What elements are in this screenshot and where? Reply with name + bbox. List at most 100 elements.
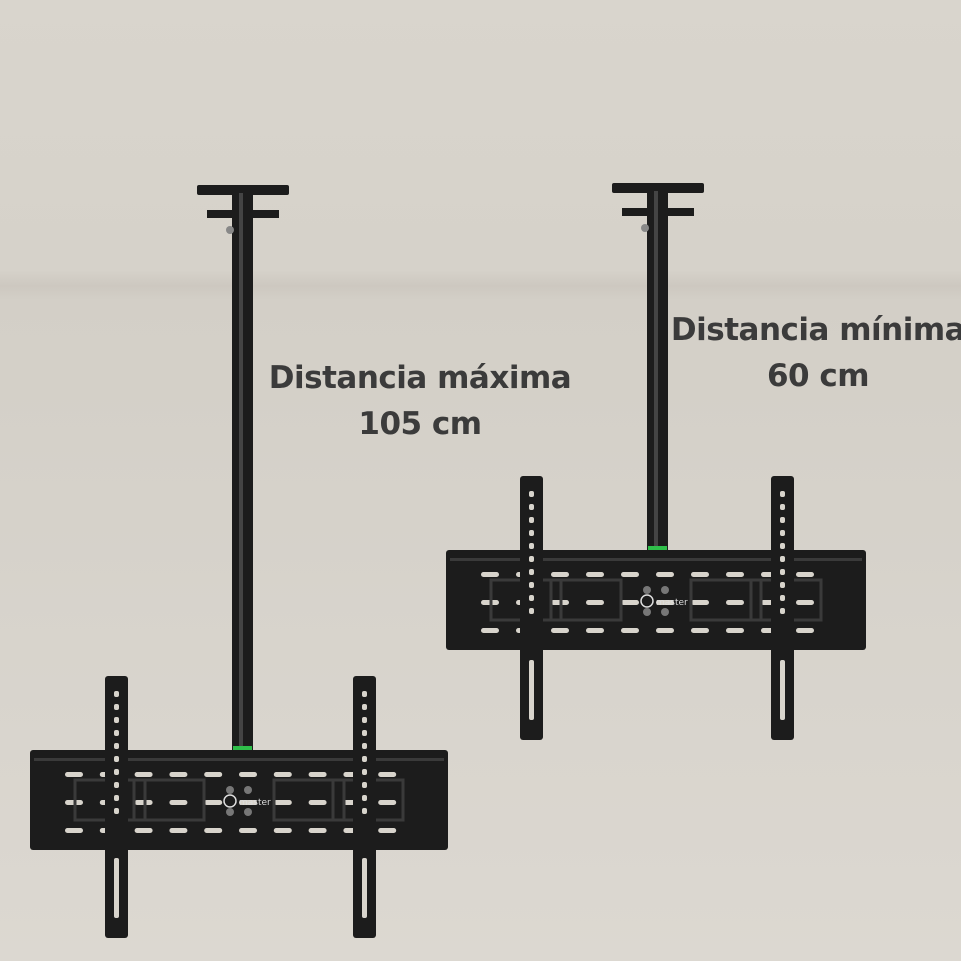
mounting-slot <box>308 828 327 833</box>
arm-hole <box>529 517 534 523</box>
arm-hole <box>529 595 534 601</box>
arm-hole <box>362 730 367 736</box>
bracket-frame <box>446 550 866 650</box>
mounting-slot <box>273 828 292 833</box>
frame-window <box>132 778 206 822</box>
center-bolt <box>226 786 234 794</box>
min-distance-title: Distancia mínima <box>670 312 961 348</box>
mounting-slot <box>481 628 499 633</box>
mounting-slot <box>169 828 188 833</box>
arm-hole <box>114 808 119 814</box>
mounting-slot <box>169 800 188 805</box>
center-bolt <box>226 808 234 816</box>
mounting-slot <box>656 628 674 633</box>
mounting-slot <box>551 572 569 577</box>
mounting-slot <box>134 772 153 777</box>
arm-hole <box>780 595 785 601</box>
frame-window <box>272 778 346 822</box>
mounting-slot <box>65 828 83 833</box>
arm-hole <box>529 556 534 562</box>
arm-hole <box>529 491 534 497</box>
mounting-slot <box>273 800 292 805</box>
arm-hole <box>362 691 367 697</box>
arm-hole <box>780 504 785 510</box>
arm-hole <box>780 608 785 614</box>
pole-highlight <box>239 193 243 760</box>
mounting-slot <box>273 772 292 777</box>
mounting-slot <box>378 828 397 833</box>
mounting-slot <box>308 800 327 805</box>
mounting-slot <box>691 572 709 577</box>
mounting-slot <box>621 600 639 605</box>
max-distance-value: 105 cm <box>358 406 482 442</box>
mounting-slot <box>726 600 744 605</box>
frame-edge <box>450 558 862 561</box>
arm-slot <box>362 858 367 918</box>
arm-hole <box>362 743 367 749</box>
center-bolt <box>643 586 651 594</box>
arm-slot <box>529 660 534 720</box>
arm-hole <box>362 782 367 788</box>
ceiling-plate <box>197 185 289 195</box>
master-logo-icon <box>223 794 237 808</box>
arm-hole <box>114 717 119 723</box>
arm-hole <box>780 569 785 575</box>
mounting-slot <box>308 772 327 777</box>
arm-hole <box>780 556 785 562</box>
mounting-slot <box>239 828 257 833</box>
arm-hole <box>114 782 119 788</box>
arm-hole <box>529 608 534 614</box>
center-bolt <box>661 608 669 616</box>
mounting-slot <box>656 600 674 605</box>
mounting-slot <box>239 800 257 805</box>
mounting-slot <box>551 628 569 633</box>
arm-hole <box>780 491 785 497</box>
mounting-slot <box>586 572 604 577</box>
min-distance-value: 60 cm <box>766 358 870 394</box>
arm-hole <box>529 504 534 510</box>
pivot-bolt <box>226 226 234 234</box>
arm-hole <box>362 756 367 762</box>
arm-hole <box>362 795 367 801</box>
vertical-arm <box>105 676 128 938</box>
frame-window <box>689 578 763 622</box>
arm-hole <box>114 795 119 801</box>
arm-hole <box>529 530 534 536</box>
mounting-slot <box>134 828 153 833</box>
mounting-slot <box>796 572 814 577</box>
arm-hole <box>780 582 785 588</box>
arm-hole <box>114 756 119 762</box>
min-distance-label: Distancia mínima 60 cm <box>660 307 961 399</box>
pivot-bolt <box>641 224 649 232</box>
arm-hole <box>362 717 367 723</box>
mounting-slot <box>621 628 639 633</box>
mounting-slot <box>378 800 397 805</box>
pole-highlight <box>654 191 658 560</box>
mounting-slot <box>796 628 814 633</box>
mounting-slot <box>239 772 257 777</box>
arm-slot <box>780 660 785 720</box>
mounting-slot <box>204 828 223 833</box>
arm-hole <box>529 582 534 588</box>
mounting-slot <box>481 572 499 577</box>
arm-hole <box>114 743 119 749</box>
arm-hole <box>780 517 785 523</box>
arm-hole <box>780 543 785 549</box>
mount-max-extension: master <box>30 185 448 938</box>
arm-hole <box>529 543 534 549</box>
max-distance-title: Distancia máxima <box>268 360 572 396</box>
arm-hole <box>114 704 119 710</box>
arm-hole <box>362 808 367 814</box>
arm-hole <box>529 569 534 575</box>
mounting-slot <box>65 772 83 777</box>
mounting-slot <box>726 572 744 577</box>
master-logo-icon <box>640 594 654 608</box>
mount-min-extension: master <box>446 183 866 740</box>
max-distance-label: Distancia máxima 105 cm <box>260 355 580 447</box>
arm-hole <box>114 730 119 736</box>
arm-hole <box>362 769 367 775</box>
mounting-slot <box>169 772 188 777</box>
mounting-slot <box>204 772 223 777</box>
center-bolt <box>244 808 252 816</box>
